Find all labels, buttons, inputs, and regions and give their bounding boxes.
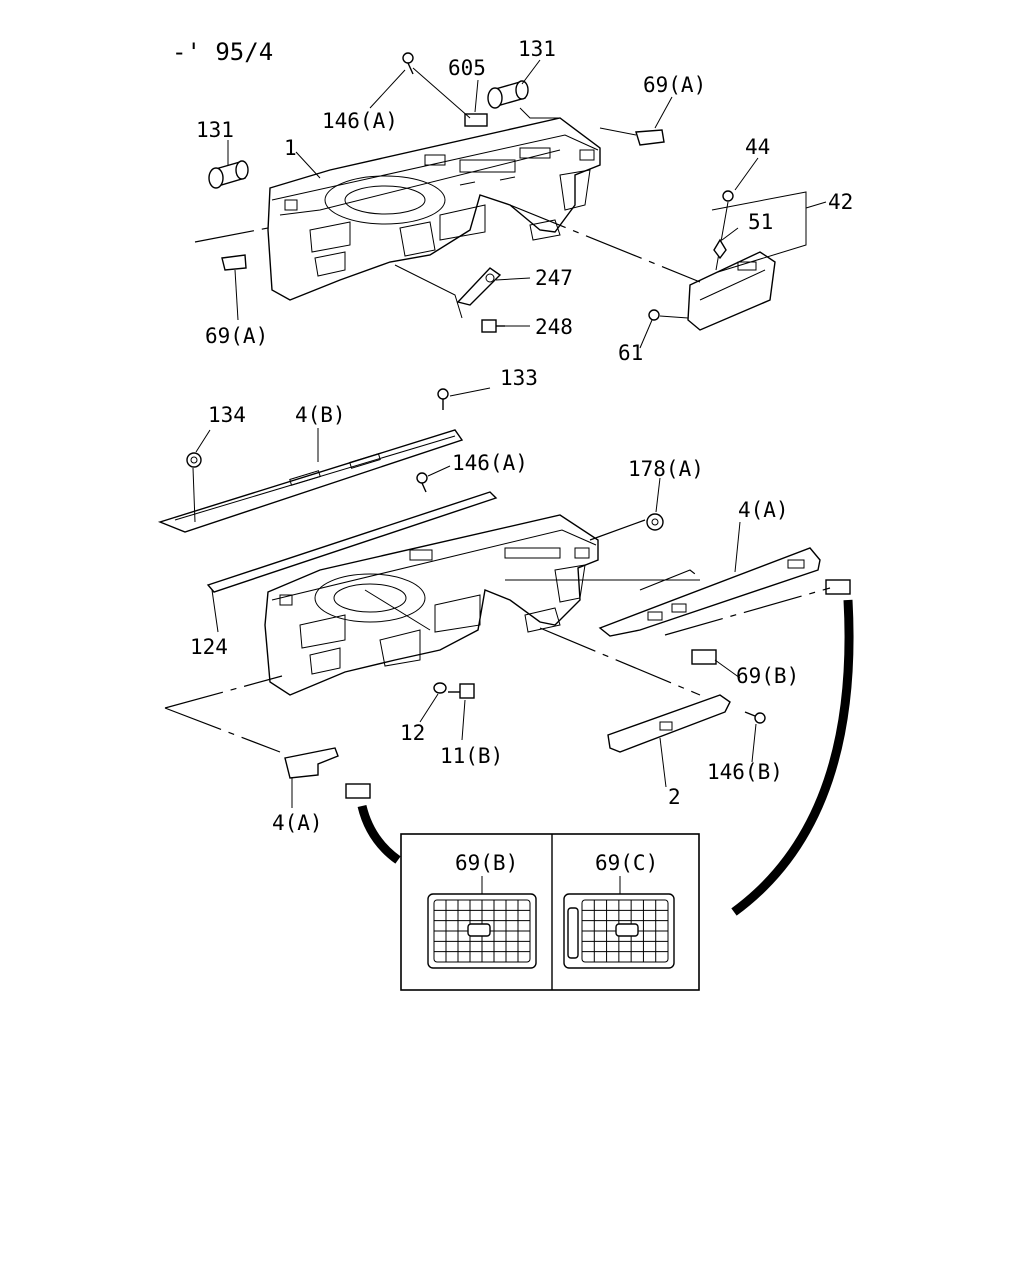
callout-11b: 11(B) [440, 744, 503, 768]
callout-178a: 178(A) [628, 457, 704, 481]
detail-box [400, 833, 700, 991]
strip-124 [206, 491, 498, 633]
callout-leaders [195, 59, 827, 808]
vent-69a-left [221, 254, 247, 321]
callout-69a-left: 69(A) [205, 324, 268, 348]
vent-69a-top [599, 127, 665, 146]
knob-131-right [487, 80, 560, 119]
screw-146a-top [402, 52, 471, 119]
washer-12 [433, 682, 447, 694]
vent-69b-small-right [691, 579, 851, 665]
callout-4a-left: 4(A) [272, 811, 323, 835]
trim-4a-right [598, 547, 821, 637]
callout-146b: 146(B) [707, 760, 783, 784]
bolt-11b [448, 683, 475, 699]
trim-4a-left [284, 747, 371, 799]
screw-133 [437, 388, 449, 410]
callout-2: 2 [668, 785, 681, 809]
callout-bracket-42 [711, 191, 807, 273]
callout-69a-top: 69(A) [643, 73, 706, 97]
callout-146a-top: 146(A) [322, 109, 398, 133]
detail-label-69c: 69(C) [595, 851, 658, 875]
clip-178a [646, 513, 664, 531]
callout-131-right: 131 [518, 37, 556, 61]
callout-605: 605 [448, 56, 486, 80]
date-code: -' 95/4 [172, 38, 273, 66]
callout-134: 134 [208, 403, 246, 427]
screw-146b [744, 711, 766, 724]
callout-12: 12 [400, 721, 425, 745]
arrow-to-detail-left [357, 804, 401, 864]
vent-69b-detail [427, 876, 537, 969]
callout-124: 124 [190, 635, 228, 659]
instrument-panel-lower [264, 514, 599, 696]
callout-133: 133 [500, 366, 538, 390]
detail-label-69b: 69(B) [455, 851, 518, 875]
leader-bottom-2 [164, 707, 281, 753]
instrument-panel-upper [267, 117, 601, 301]
trim-4b [157, 429, 464, 533]
callout-131-left: 131 [196, 118, 234, 142]
callout-4b: 4(B) [295, 403, 346, 427]
callout-42: 42 [828, 190, 853, 214]
leader-top-3 [394, 264, 463, 319]
leader-bottom-3 [539, 627, 701, 696]
leader-bottom-6 [664, 587, 831, 636]
nut-134 [186, 452, 202, 468]
callout-61: 61 [618, 341, 643, 365]
glove-box-42 [648, 190, 776, 331]
callout-44: 44 [745, 135, 770, 159]
bracket-247 [456, 267, 531, 306]
leader-top-2 [194, 227, 269, 243]
callout-248: 248 [535, 315, 573, 339]
screw-146a-mid [416, 472, 428, 493]
callout-51: 51 [748, 210, 773, 234]
arrow-to-detail-right [731, 599, 854, 916]
callout-146a-mid: 146(A) [452, 451, 528, 475]
callout-247: 247 [535, 266, 573, 290]
callout-1: 1 [284, 136, 297, 160]
callout-4a-right: 4(A) [738, 498, 789, 522]
bolt-248 [481, 319, 530, 333]
leader-bottom-4 [589, 519, 646, 541]
leader-top-1 [509, 204, 701, 283]
trim-2 [607, 694, 731, 753]
vent-69c-detail [563, 876, 675, 969]
knob-131-left [208, 160, 249, 189]
clip-605 [464, 113, 488, 127]
leader-bottom-5 [639, 569, 701, 591]
callout-69b: 69(B) [736, 664, 799, 688]
leader-bottom-1 [164, 675, 283, 709]
